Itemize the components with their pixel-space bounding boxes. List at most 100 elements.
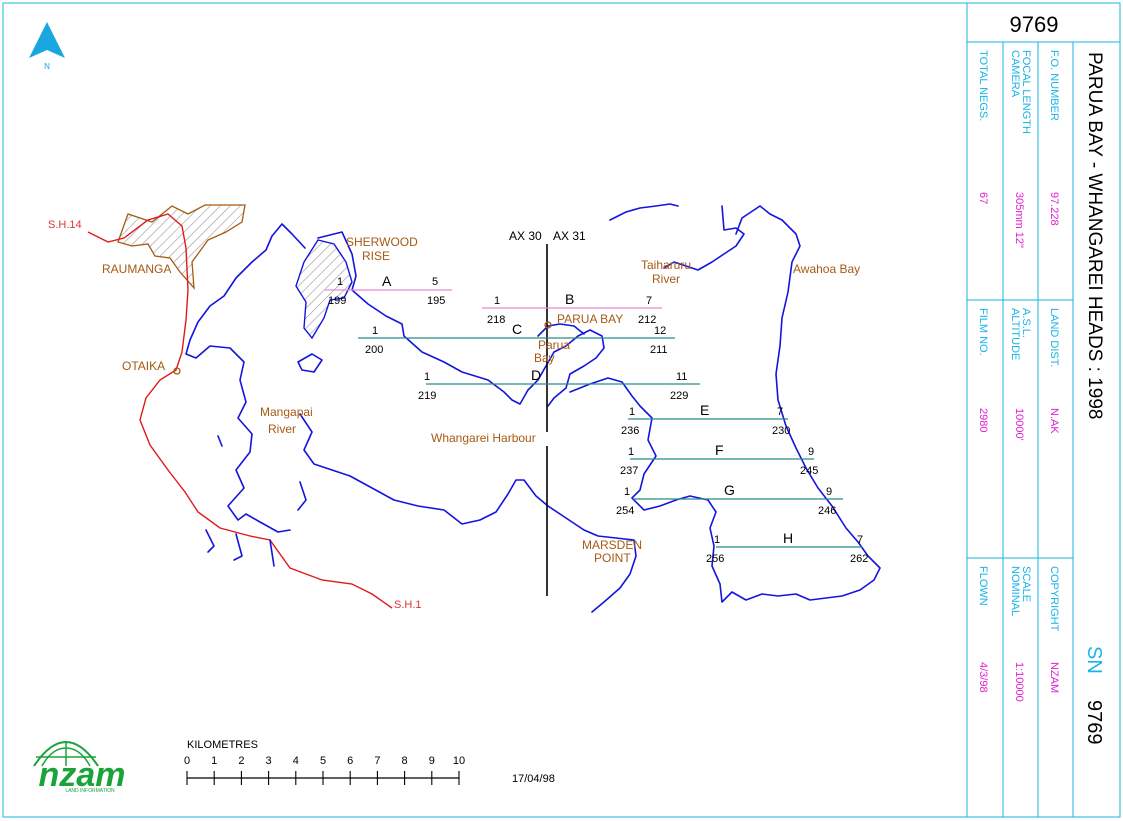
- label-sherwood-2: RISE: [362, 249, 390, 263]
- flight-run-end-count: 9: [826, 486, 832, 498]
- flight-run-start-frame: 219: [418, 390, 436, 402]
- altitude-label-2: A.S.L.: [1020, 308, 1032, 338]
- flight-run-end-count: 5: [432, 276, 438, 288]
- logo-text: nzam: [39, 756, 126, 794]
- otaika-marker: [173, 367, 181, 375]
- ax-label-right: AX 31: [553, 229, 586, 243]
- fo-number-label: F.O. NUMBER: [1048, 50, 1060, 121]
- scale-tick-label: 4: [293, 755, 299, 767]
- flight-run-c: C 1 12 200 211: [358, 321, 675, 356]
- flight-run-end-count: 9: [808, 446, 814, 458]
- flight-run-start-frame: 218: [487, 314, 505, 326]
- label-marsden-1: MARSDEN: [582, 538, 642, 552]
- label-awahoa: Awahoa Bay: [793, 262, 860, 276]
- flown-value: 4/3/98: [977, 662, 989, 693]
- flown-label: FLOWN: [977, 566, 989, 606]
- sh1-label: S.H.1: [394, 599, 422, 611]
- label-mangapai-1: Mangapai: [260, 405, 313, 419]
- flight-run-f: F 1 9 237 245: [620, 442, 818, 477]
- label-marsden-2: POINT: [594, 551, 631, 565]
- flight-run-letter: H: [783, 530, 793, 546]
- scale-tick-label: 0: [184, 755, 190, 767]
- label-mangapai-2: River: [268, 422, 296, 436]
- map-title: PARUA BAY - WHANGAREI HEADS : 1998: [1084, 52, 1105, 419]
- flight-run-g: G 1 9 254 246: [616, 482, 843, 517]
- flight-run-end-frame: 212: [638, 314, 656, 326]
- parua-bay-marker: [544, 321, 552, 329]
- flight-run-start-count: 1: [628, 446, 634, 458]
- sherwood-rise-urban-area: [295, 239, 353, 340]
- nzam-logo-icon: nzam LAND INFORMATION: [33, 740, 126, 794]
- camera-value: 305mm 12": [1013, 192, 1025, 248]
- flight-run-h: H 1 7 256 262: [706, 530, 868, 565]
- scale-label-1: NOMINAL: [1009, 566, 1021, 616]
- scale-tick-label: 6: [347, 755, 353, 767]
- camera-label-2: FOCAL LENGTH: [1020, 50, 1032, 134]
- scale-tick-label: 1: [211, 755, 217, 767]
- flight-run-end-count: 12: [654, 325, 666, 337]
- flight-run-start-frame: 199: [328, 295, 346, 307]
- flight-run-letter: D: [531, 367, 541, 383]
- flight-run-start-count: 1: [624, 486, 630, 498]
- scale-tick-label: 9: [429, 755, 435, 767]
- sheet-number: 9769: [1010, 12, 1059, 37]
- map-date: 17/04/98: [512, 773, 555, 785]
- fo-number-value: 97.228: [1048, 192, 1060, 226]
- flight-run-end-frame: 246: [818, 505, 836, 517]
- flight-run-end-frame: 230: [772, 425, 790, 437]
- flight-run-start-frame: 200: [365, 344, 383, 356]
- flight-run-start-frame: 236: [621, 425, 639, 437]
- camera-label-1: CAMERA: [1009, 50, 1021, 98]
- flight-run-end-frame: 262: [850, 553, 868, 565]
- flight-run-start-count: 1: [714, 534, 720, 546]
- raumanga-urban-area: [117, 204, 246, 290]
- flight-run-end-count: 7: [646, 295, 652, 307]
- flight-run-start-count: 1: [494, 295, 500, 307]
- flight-run-end-frame: 211: [650, 344, 668, 356]
- flight-run-letter: F: [715, 442, 724, 458]
- label-otaika: OTAIKA: [122, 359, 165, 373]
- total-negs-label: TOTAL NEGS.: [977, 50, 989, 121]
- land-dist-value: N.AK: [1048, 408, 1060, 434]
- flight-run-start-frame: 256: [706, 553, 724, 565]
- scale-tick-label: 3: [266, 755, 272, 767]
- altitude-value: 10000': [1013, 408, 1025, 441]
- scale-tick-label: 10: [453, 755, 465, 767]
- info-panel: 9769 TOTAL NEGS. 67 FILM NO. 2980 FLOWN …: [966, 3, 1120, 817]
- scale-tick-label: 7: [374, 755, 380, 767]
- copyright-value: NZAM: [1048, 662, 1060, 693]
- flight-run-end-count: 7: [857, 534, 863, 546]
- scale-tick-label: 5: [320, 755, 326, 767]
- flight-run-end-frame: 245: [800, 465, 818, 477]
- flight-run-letter: G: [724, 482, 735, 498]
- scale-label-2: SCALE: [1020, 566, 1032, 602]
- logo-subtext: LAND INFORMATION: [65, 788, 115, 794]
- scale-bar-title: KILOMETRES: [187, 739, 258, 751]
- flight-run-letter: C: [512, 321, 522, 337]
- flight-run-letter: A: [382, 273, 392, 289]
- total-negs-value: 67: [977, 192, 989, 204]
- flight-run-letter: B: [565, 291, 574, 307]
- label-harbour: Whangarei Harbour: [431, 431, 536, 445]
- flight-run-end-frame: 195: [427, 295, 445, 307]
- label-parua-bay-water-2: Bay: [534, 351, 555, 365]
- sh14-road: [87, 213, 393, 609]
- flight-run-start-count: 1: [424, 371, 430, 383]
- flight-run-start-count: 1: [337, 276, 343, 288]
- flight-run-start-count: 1: [372, 325, 378, 337]
- copyright-label: COPYRIGHT: [1048, 566, 1060, 632]
- flight-run-start-frame: 254: [616, 505, 634, 517]
- north-arrow-icon: N: [29, 22, 65, 71]
- flight-run-start-frame: 237: [620, 465, 638, 477]
- land-dist-label: LAND DIST.: [1048, 308, 1060, 367]
- place-labels: SHERWOOD RISE RAUMANGA OTAIKA Mangapai R…: [102, 235, 860, 565]
- film-no-value: 2980: [977, 408, 989, 432]
- sh14-label: S.H.14: [48, 219, 82, 231]
- flight-run-end-count: 11: [676, 371, 687, 383]
- label-taiharuru-1: Taiharuru: [641, 258, 691, 272]
